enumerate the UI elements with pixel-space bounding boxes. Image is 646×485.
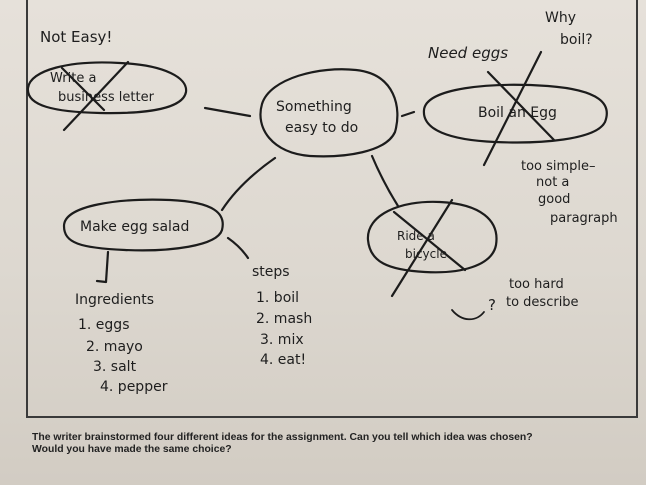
- center-label-2: easy to do: [285, 120, 358, 136]
- too-simple-note-3: good: [538, 192, 570, 207]
- connector-center-bicycle: [370, 154, 400, 208]
- bicycle-bubble: [366, 200, 498, 274]
- business-letter-bubble: [26, 61, 188, 115]
- center-bubble: [259, 68, 399, 158]
- too-simple-note-4: paragraph: [550, 211, 618, 226]
- why-boil-note: Why: [545, 10, 576, 26]
- connector-letter-center: [203, 106, 252, 118]
- boil-egg-cross: [482, 50, 556, 167]
- need-eggs-note: Need eggs: [428, 44, 508, 62]
- ingredient-item: 1. eggs: [78, 317, 130, 333]
- bicycle-cross: [390, 198, 467, 298]
- assignment-question: The writer brainstormed four different i…: [32, 432, 632, 456]
- question-mark: ?: [488, 296, 496, 314]
- question-line-1: The writer brainstormed four different i…: [32, 432, 533, 443]
- connector-salad-ingredients: [95, 250, 110, 284]
- steps-heading: steps: [252, 264, 290, 280]
- too-hard-note: too hard: [509, 277, 564, 292]
- ingredients-heading: Ingredients: [75, 292, 154, 308]
- too-hard-hook: [451, 309, 485, 321]
- step-item: 2. mash: [256, 311, 312, 327]
- egg-salad-bubble: [62, 198, 224, 252]
- bicycle-label: Ride a: [397, 229, 435, 243]
- too-simple-note-2: not a: [536, 175, 569, 190]
- step-item: 1. boil: [256, 290, 299, 306]
- business-letter-cross: [60, 60, 130, 132]
- connector-salad-center: [220, 156, 277, 212]
- boil-egg-label: Boil an Egg: [478, 105, 557, 121]
- brainstorm-web: Not Easy! Why boil? Need eggs Write a bu…: [26, 10, 618, 395]
- ingredient-item: 2. mayo: [86, 339, 143, 355]
- connector-salad-steps: [226, 236, 250, 260]
- boil-egg-bubble: [422, 83, 608, 144]
- business-letter-label-2: business letter: [58, 90, 155, 105]
- center-label: Something: [276, 99, 352, 115]
- connector-center-egg: [400, 110, 416, 118]
- ingredient-item: 3. salt: [93, 359, 137, 375]
- not-easy-title: Not Easy!: [40, 28, 112, 46]
- ingredient-item: 4. pepper: [100, 379, 168, 395]
- step-item: 4. eat!: [260, 352, 306, 368]
- too-hard-note-2: to describe: [506, 295, 579, 310]
- why-boil-note-2: boil?: [560, 32, 593, 48]
- question-line-2: Would you have made the same choice?: [32, 444, 232, 455]
- step-item: 3. mix: [260, 332, 304, 348]
- egg-salad-label: Make egg salad: [80, 219, 189, 235]
- too-simple-note: too simple–: [521, 159, 596, 174]
- diagram-frame: [26, 0, 638, 418]
